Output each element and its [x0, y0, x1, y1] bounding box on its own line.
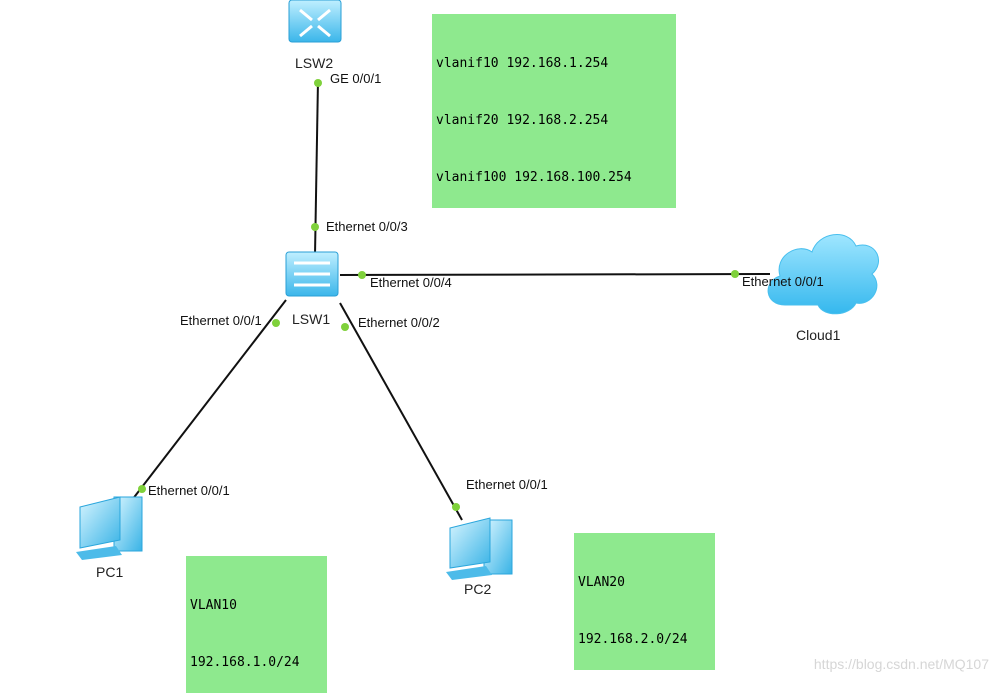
lsw1-label: LSW1	[292, 311, 330, 327]
pc-keyboard-icon	[446, 566, 492, 580]
switch-arrows-icon	[294, 261, 330, 287]
vlanif-line: vlanif20 192.168.2.254	[436, 113, 609, 128]
pc-keyboard-icon	[76, 546, 122, 560]
port-label-lsw1-e001: Ethernet 0/0/1	[180, 313, 262, 328]
pc1-label: PC1	[96, 564, 123, 580]
port-label-cloud1-e001: Ethernet 0/0/1	[742, 274, 824, 289]
cloud1-device[interactable]: Cloud1	[767, 234, 879, 343]
port-dot-pc2-e001[interactable]	[452, 503, 460, 511]
lsw2-label: LSW2	[295, 55, 333, 71]
lsw2-device[interactable]: LSW2	[288, 0, 342, 71]
port-dot-pc1-e001[interactable]	[138, 485, 146, 493]
port-dot-cloud1-e001[interactable]	[731, 270, 739, 278]
vlanif-note: vlanif10 192.168.1.254 vlanif20 192.168.…	[432, 14, 676, 208]
vlan10-note: VLAN10 192.168.1.0/24	[186, 556, 327, 693]
port-dot-lsw1-e001[interactable]	[272, 319, 280, 327]
port-label-lsw2-ge001: GE 0/0/1	[330, 71, 381, 86]
port-label-pc1-e001: Ethernet 0/0/1	[148, 483, 230, 498]
vlanif-line: vlanif10 192.168.1.254	[436, 56, 609, 71]
topology-diagram: LSW2 LSW1 Cloud1 PC1 PC2 GE 0/0/1	[76, 0, 879, 597]
vlan20-note: VLAN20 192.168.2.0/24	[574, 533, 715, 670]
pc2-device[interactable]: PC2	[446, 517, 513, 597]
port-label-pc2-e001: Ethernet 0/0/1	[466, 477, 548, 492]
watermark: https://blog.csdn.net/MQ107	[813, 656, 989, 672]
pc1-device[interactable]: PC1	[76, 496, 143, 580]
port-label-lsw1-e003: Ethernet 0/0/3	[326, 219, 408, 234]
port-labels: GE 0/0/1 Ethernet 0/0/3 Ethernet 0/0/4 E…	[148, 71, 824, 498]
core-switch-arrows-icon	[299, 8, 331, 38]
link-lsw1-cloud1[interactable]	[339, 273, 771, 276]
port-dot-lsw1-e003[interactable]	[311, 223, 319, 231]
port-dot-lsw2-ge001[interactable]	[314, 79, 322, 87]
port-dot-lsw1-e004[interactable]	[358, 271, 366, 279]
pc2-label: PC2	[464, 581, 491, 597]
cloud1-label: Cloud1	[796, 327, 841, 343]
core-switch-icon	[288, 0, 342, 43]
cloud-icon	[767, 234, 879, 315]
port-label-lsw1-e002: Ethernet 0/0/2	[358, 315, 440, 330]
pc-monitor-icon	[79, 496, 121, 549]
port-dot-lsw1-e002[interactable]	[341, 323, 349, 331]
link-lsw1-pc1[interactable]	[131, 299, 287, 501]
vlan10-name: VLAN10	[190, 598, 237, 613]
pc-monitor-icon	[449, 517, 491, 569]
link-lsw1-pc2[interactable]	[339, 302, 463, 521]
vlan20-subnet: 192.168.2.0/24	[578, 632, 688, 647]
vlan10-subnet: 192.168.1.0/24	[190, 655, 300, 670]
lsw1-device[interactable]: LSW1	[285, 251, 339, 327]
port-dots	[138, 79, 739, 511]
port-label-lsw1-e004: Ethernet 0/0/4	[370, 275, 452, 290]
vlanif-line: vlanif100 192.168.100.254	[436, 170, 632, 185]
vlan20-name: VLAN20	[578, 575, 625, 590]
